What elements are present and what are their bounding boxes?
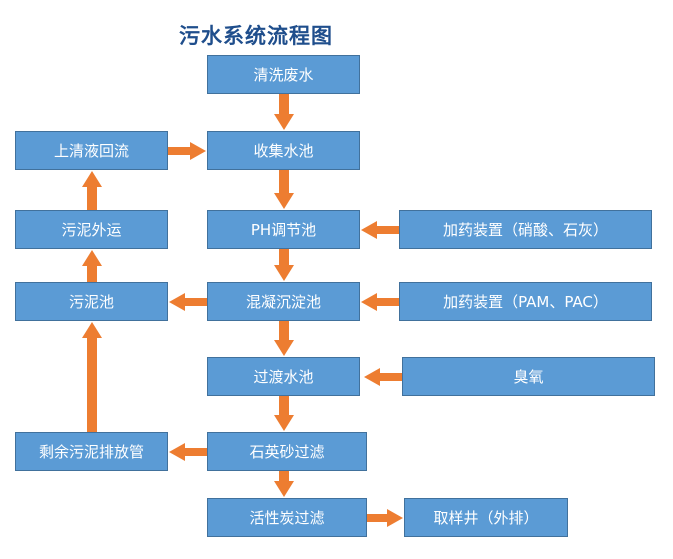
- node-carbon-filter: 活性炭过滤: [207, 498, 367, 537]
- arrow-down: [274, 170, 294, 209]
- node-collection-tank: 收集水池: [207, 131, 360, 170]
- arrow-up: [82, 322, 102, 432]
- arrow-right: [168, 142, 206, 160]
- node-quartz-filter: 石英砂过滤: [207, 432, 367, 471]
- arrow-down: [274, 471, 294, 497]
- arrow-left: [361, 293, 399, 311]
- node-dosing-1: 加药装置（硝酸、石灰）: [399, 210, 652, 249]
- node-excess-sludge-pipe: 剩余污泥排放管: [15, 432, 168, 471]
- arrow-down: [274, 94, 294, 130]
- node-cleaning-wastewater: 清洗废水: [207, 55, 360, 94]
- diagram-title: 污水系统流程图: [179, 24, 333, 48]
- node-supernatant-return: 上清液回流: [15, 131, 168, 170]
- arrow-left: [361, 221, 399, 239]
- node-coagulation-tank: 混凝沉淀池: [207, 282, 360, 321]
- arrow-up: [82, 250, 102, 282]
- node-dosing-2: 加药装置（PAM、PAC）: [399, 282, 652, 321]
- arrow-down: [274, 321, 294, 356]
- arrow-up: [82, 171, 102, 210]
- arrow-down: [274, 396, 294, 431]
- arrow-down: [274, 249, 294, 281]
- arrow-left: [364, 368, 402, 386]
- arrow-left: [169, 293, 207, 311]
- node-ph-tank: PH调节池: [207, 210, 360, 249]
- node-sludge-tank: 污泥池: [15, 282, 168, 321]
- node-transition-tank: 过渡水池: [207, 357, 360, 396]
- node-sludge-transport: 污泥外运: [15, 210, 168, 249]
- node-ozone: 臭氧: [402, 357, 655, 396]
- arrow-right: [367, 509, 403, 527]
- node-sampling-well: 取样井（外排）: [404, 498, 568, 537]
- arrow-left: [169, 443, 207, 461]
